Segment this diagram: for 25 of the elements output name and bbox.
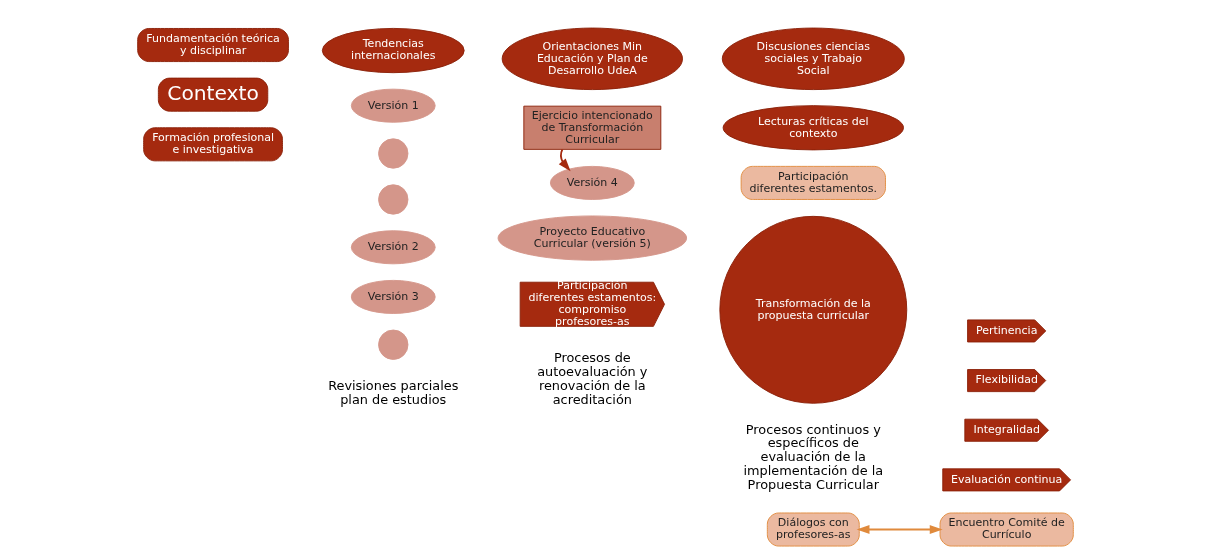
node-ellipse: Tendencias internacionales [321, 27, 465, 74]
node-box: Encuentro Comité de Currículo [939, 512, 1074, 547]
node-circle [378, 138, 409, 169]
arrow [856, 525, 943, 535]
node-ellipse: Versión 3 [350, 279, 436, 314]
node-box: Diálogos con profesores-as [766, 512, 860, 547]
node-box: Participación diferentes estamentos. [740, 165, 886, 200]
node-circle [378, 184, 409, 215]
node-circle [378, 329, 409, 360]
node-box: Contexto [157, 77, 269, 112]
node-ellipse: Versión 1 [350, 88, 436, 123]
node-ellipse: Proyecto Educativo Curricular (versión 5) [497, 215, 688, 261]
node-ellipse: Discusiones ciencias sociales y Trabajo Social [721, 27, 905, 91]
arrow [558, 148, 571, 172]
node-ellipse: Orientaciones Min Educación y Plan de Desarrollo UdeA [501, 27, 683, 91]
node-box: Formación profesional e investigativa [143, 127, 283, 162]
node-box: Fundamentación teórica y disciplinar [137, 28, 289, 63]
node-ellipse: Versión 4 [549, 165, 635, 200]
node-ellipse: Versión 2 [350, 230, 436, 265]
node-ellipse: Lecturas críticas del contexto [722, 105, 904, 151]
label: Procesos continuos y específicos de evaluación de la implementación de la Propuesta Curricular [743, 421, 884, 492]
node-circle: Transformación de la propuesta curricular [719, 215, 908, 404]
node-box: Ejercicio intencionado de Transformación Curricular [523, 105, 662, 150]
label: Procesos de autoevaluación y renovación de la acreditación [537, 350, 648, 407]
label: Revisiones parciales plan de estudios [328, 377, 459, 407]
